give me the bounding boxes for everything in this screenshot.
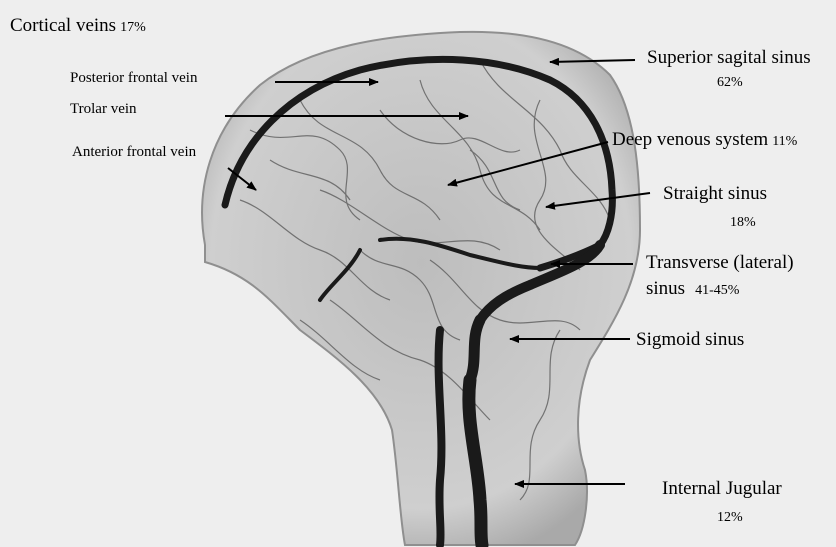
transverse-sinus-label: Transverse (lateral) [646,253,794,272]
transverse-sinus-percent: 41-45% [695,283,739,298]
straight-sinus-percent: 18% [730,216,756,230]
trolar-vein-label: Trolar vein [70,102,137,117]
transverse-sinus-text: sinus [646,278,685,299]
arrow-anterior-frontal-vein [228,168,256,190]
sigmoid-sinus-label: Sigmoid sinus [636,330,744,349]
internal-jugular-label: Internal Jugular [662,479,782,498]
superior-sagital-sinus-label: Superior sagital sinus [647,48,811,67]
anterior-frontal-vein-label: Anterior frontal vein [72,145,196,160]
arrow-straight-sinus [546,193,650,207]
deep-venous-system-text: Deep venous system [612,129,768,150]
deep-venous-system-label: Deep venous system 11% [612,130,797,149]
arrow-superior-sagital-sinus [550,60,635,62]
arrow-deep-venous-system [448,142,608,185]
cortical-veins-text: Cortical veins [10,15,116,36]
internal-jugular-percent: 12% [717,511,743,525]
transverse-sinus-label-line2: sinus 41-45% [646,279,739,298]
cortical-veins-label: Cortical veins 17% [10,16,146,35]
straight-sinus-label: Straight sinus [663,184,767,203]
cortical-veins-percent: 17% [120,20,146,35]
posterior-frontal-vein-label: Posterior frontal vein [70,71,197,86]
superior-sagital-sinus-percent: 62% [717,76,743,90]
deep-venous-system-percent: 11% [772,134,797,149]
